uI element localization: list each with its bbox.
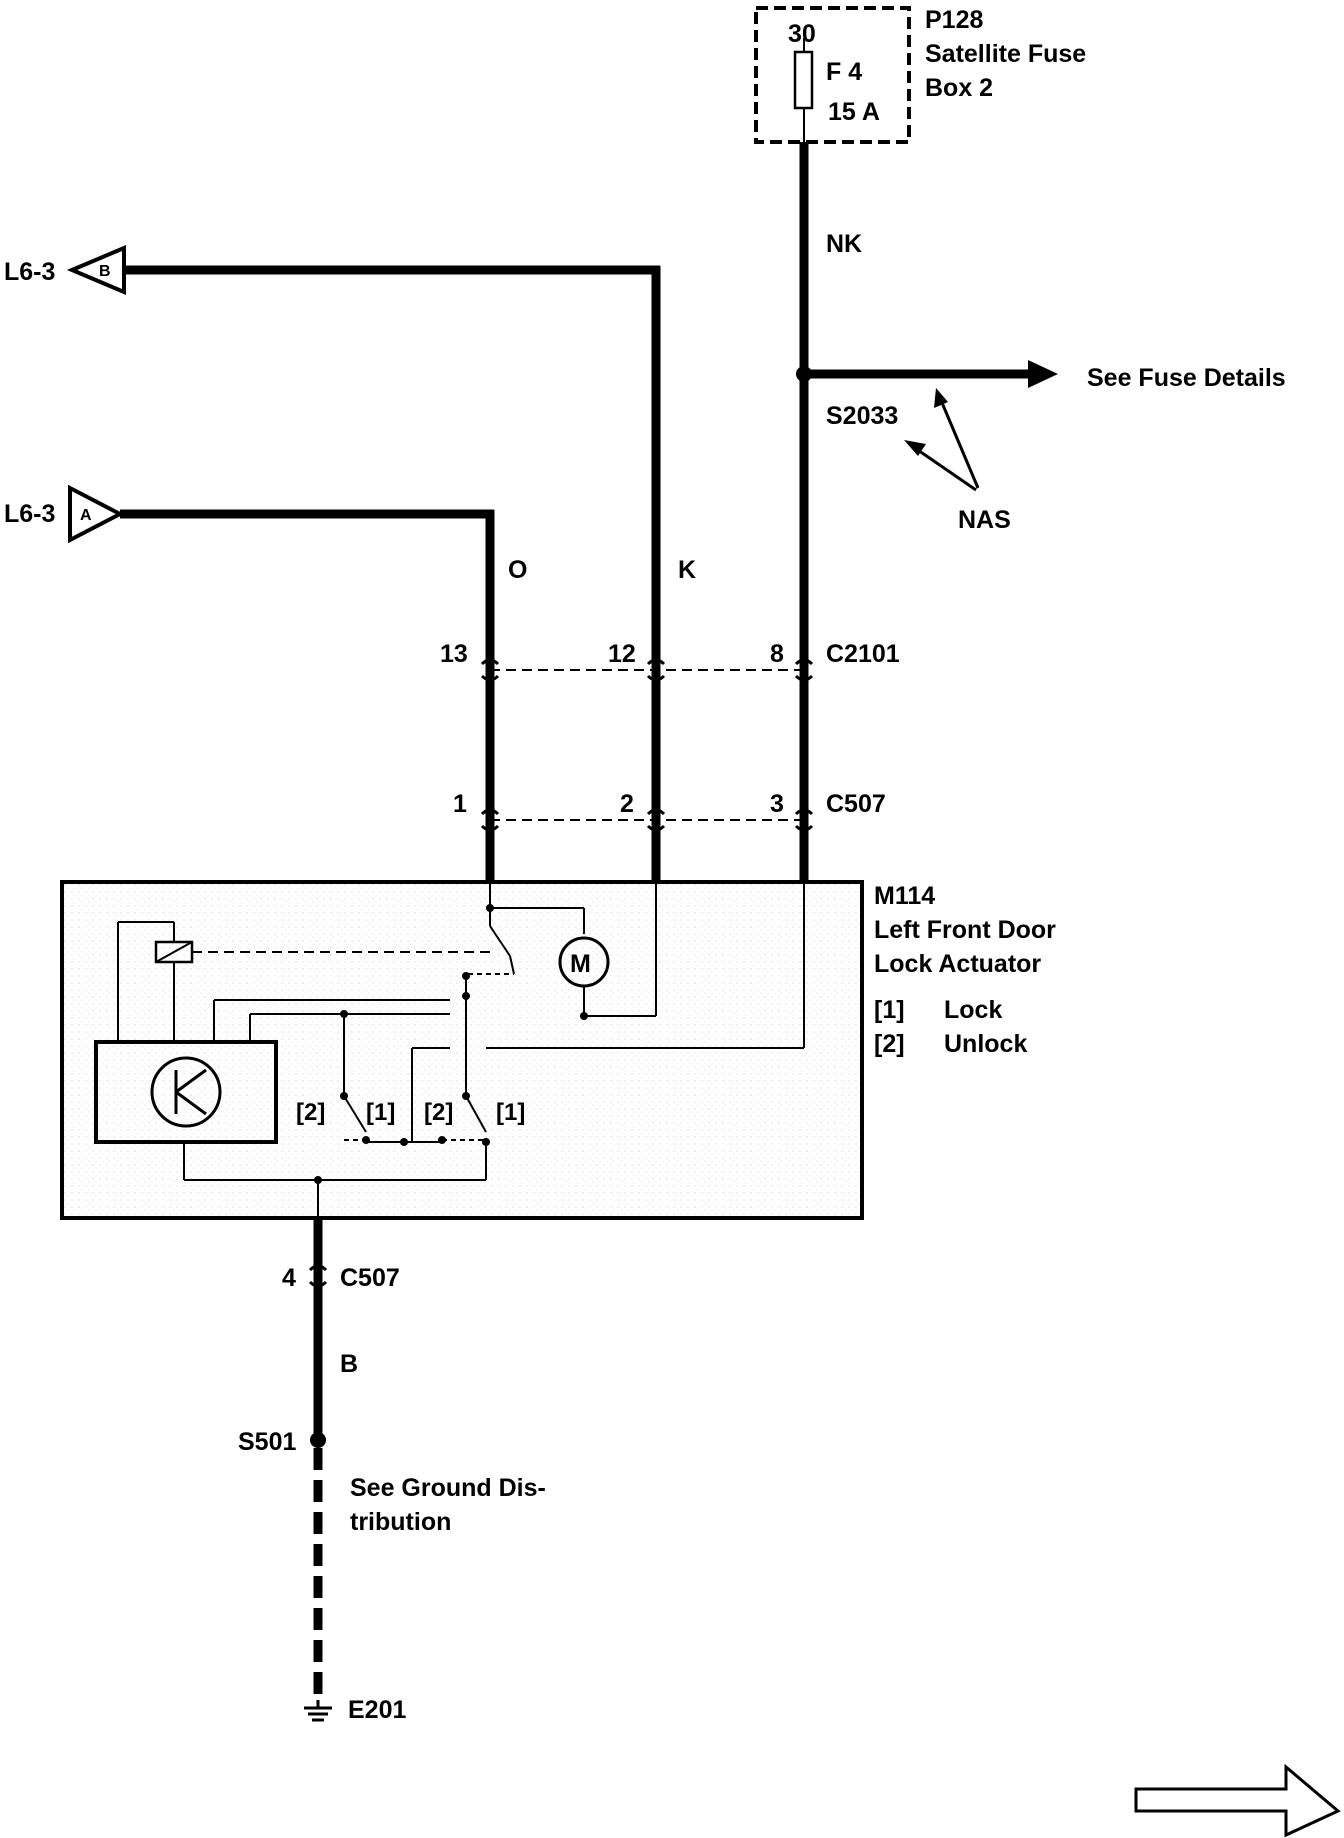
offpage-b-ref: L6-3	[4, 258, 55, 286]
legend-value-lock: Lock	[944, 996, 1002, 1024]
legend-key-2: [2]	[874, 1030, 905, 1058]
motor-label: M	[570, 950, 591, 978]
nas-label: NAS	[958, 506, 1011, 534]
fuse-details-link: See Fuse Details	[1087, 364, 1286, 392]
fuse-f4-symbol	[793, 50, 814, 110]
offpage-connector-b: B	[66, 244, 126, 296]
switch-label-lock-2: [1]	[496, 1099, 525, 1126]
ground-e201-label: E201	[348, 1696, 406, 1724]
wire-k-label: K	[678, 556, 696, 584]
actuator-internal-circuit	[94, 882, 805, 1218]
fuse-rating-label: 15 A	[828, 98, 880, 126]
connector-c507-bottom	[308, 1264, 328, 1288]
connector-c2101	[480, 658, 814, 682]
component-name-line1: Left Front Door	[874, 916, 1056, 944]
splice-s501-dot	[310, 1432, 326, 1448]
fuse-box-name-line1: Satellite Fuse	[925, 40, 1086, 68]
legend-value-unlock: Unlock	[944, 1030, 1027, 1058]
component-name-line2: Lock Actuator	[874, 950, 1041, 978]
c2101-pin-8: 8	[770, 640, 784, 668]
controller-module	[94, 1040, 278, 1144]
legend-key-1: [1]	[874, 996, 905, 1024]
component-id: M114	[874, 882, 935, 910]
ground-note-line2: tribution	[350, 1508, 451, 1536]
ground-note-line1: See Ground Dis-	[350, 1474, 546, 1502]
next-page-arrow-icon[interactable]	[1134, 1763, 1341, 1838]
c2101-pin-12: 12	[608, 640, 636, 668]
fuse-id-label: F 4	[826, 58, 862, 86]
splice-s501-label: S501	[238, 1428, 296, 1456]
arrow-right-icon	[1028, 360, 1058, 388]
wire-nk-label: NK	[826, 230, 862, 258]
transistor-icon	[150, 1056, 222, 1128]
ground-icon	[304, 1700, 332, 1722]
c507-pin-3: 3	[770, 790, 784, 818]
fuse-box-id: P128	[925, 6, 983, 34]
c2101-name: C2101	[826, 640, 900, 668]
offpage-a-letter: A	[80, 507, 92, 524]
c507-pin-4: 4	[282, 1264, 296, 1292]
offpage-connector-a: A	[68, 484, 125, 544]
circuit-junction-dots	[314, 904, 588, 1184]
switch-label-unlock-2: [2]	[424, 1099, 453, 1126]
switch-label-unlock-1: [2]	[296, 1099, 325, 1126]
connector-c507-top	[480, 808, 814, 832]
c2101-pin-13: 13	[440, 640, 468, 668]
splice-s2033-label: S2033	[826, 402, 898, 430]
fuse-terminal-label: 30	[788, 20, 816, 48]
c507-pin-2: 2	[620, 790, 634, 818]
wire-b-label: B	[340, 1350, 358, 1378]
c507-bottom-name: C507	[340, 1264, 400, 1292]
fuse-box-p128: 30 F 4 15 A	[754, 6, 911, 144]
offpage-b-letter: B	[99, 263, 111, 280]
component-m114-box	[60, 880, 864, 1220]
wire-o-label: O	[508, 556, 527, 584]
switch-label-lock-1: [1]	[366, 1099, 395, 1126]
c507-top-name: C507	[826, 790, 886, 818]
offpage-a-ref: L6-3	[4, 500, 55, 528]
c507-pin-1: 1	[453, 790, 467, 818]
fuse-box-name-line2: Box 2	[925, 74, 993, 102]
nas-pointer-arrows	[904, 388, 980, 492]
